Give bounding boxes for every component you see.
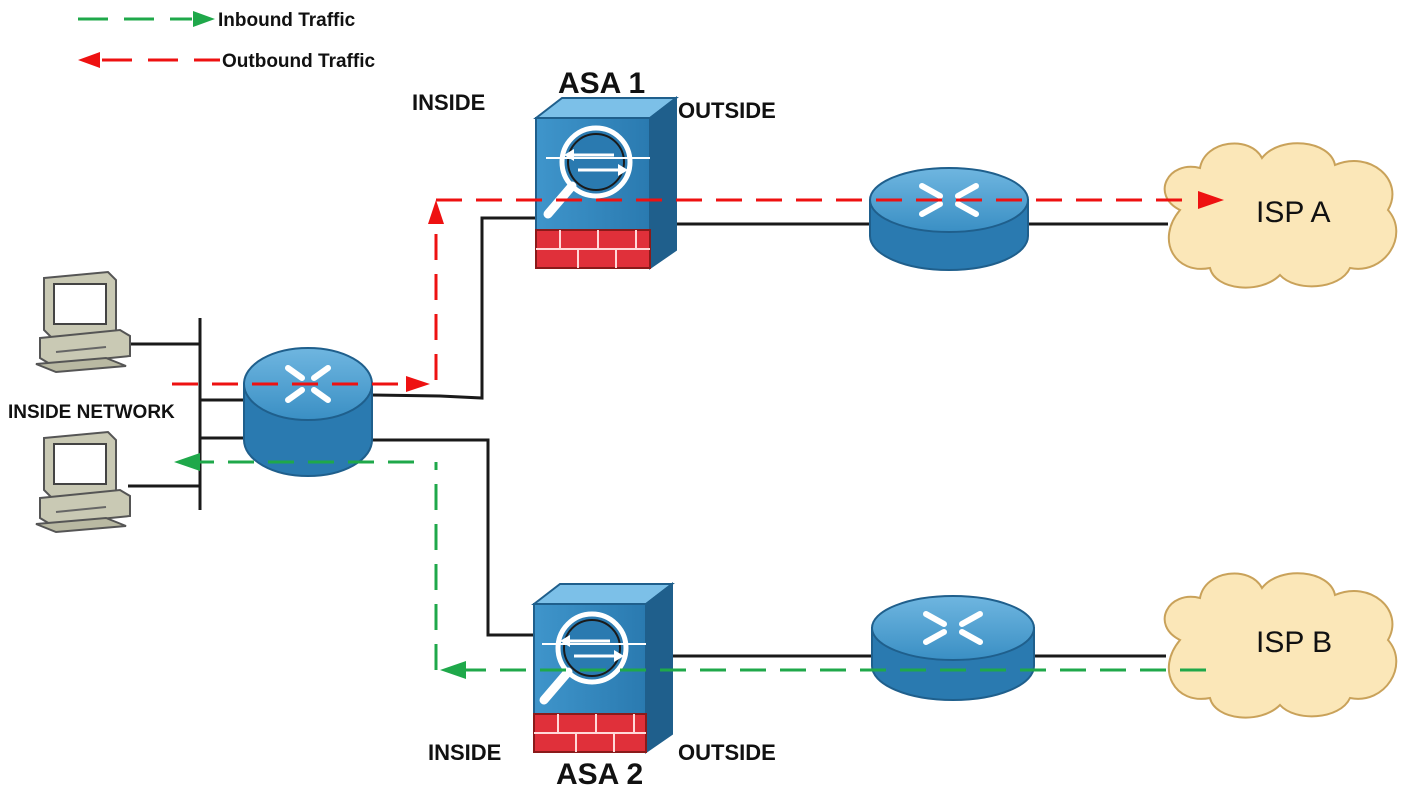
inbound-legend-arrow (78, 11, 215, 27)
asa2-name: ASA 2 (556, 758, 643, 787)
outbound-legend-arrow (78, 52, 220, 68)
asa2-inside-label: INSIDE (428, 740, 501, 765)
asa1-inside-label: INSIDE (412, 90, 485, 115)
legend: Inbound Traffic Outbound Traffic (78, 10, 375, 72)
outbound-legend-label: Outbound Traffic (222, 51, 375, 72)
asa2-outside-label: OUTSIDE (678, 740, 776, 765)
inbound-traffic-path (174, 453, 1206, 679)
asa1-name: ASA 1 (558, 67, 645, 100)
workstation-icon (35, 270, 131, 374)
isp-a-label: ISP A (1256, 196, 1331, 229)
inbound-legend-label: Inbound Traffic (218, 10, 356, 31)
isp-b-label: ISP B (1256, 626, 1332, 659)
router-asa1-link (369, 216, 535, 400)
links (128, 216, 1168, 658)
workstation-icon (35, 430, 131, 534)
isp-a-cloud-icon (1163, 142, 1398, 289)
core-router-icon (243, 347, 373, 477)
asa1-outside-label: OUTSIDE (678, 98, 776, 123)
asa2-firewall-icon (531, 581, 675, 754)
router-a-icon (869, 167, 1029, 271)
outbound-traffic-path (172, 191, 1224, 392)
isp-b-cloud-icon (1163, 572, 1398, 719)
router-asa2-link (370, 438, 535, 637)
asa1-firewall-icon (533, 95, 679, 270)
router-b-icon (871, 595, 1035, 701)
inside-network-label: INSIDE NETWORK (8, 402, 175, 423)
